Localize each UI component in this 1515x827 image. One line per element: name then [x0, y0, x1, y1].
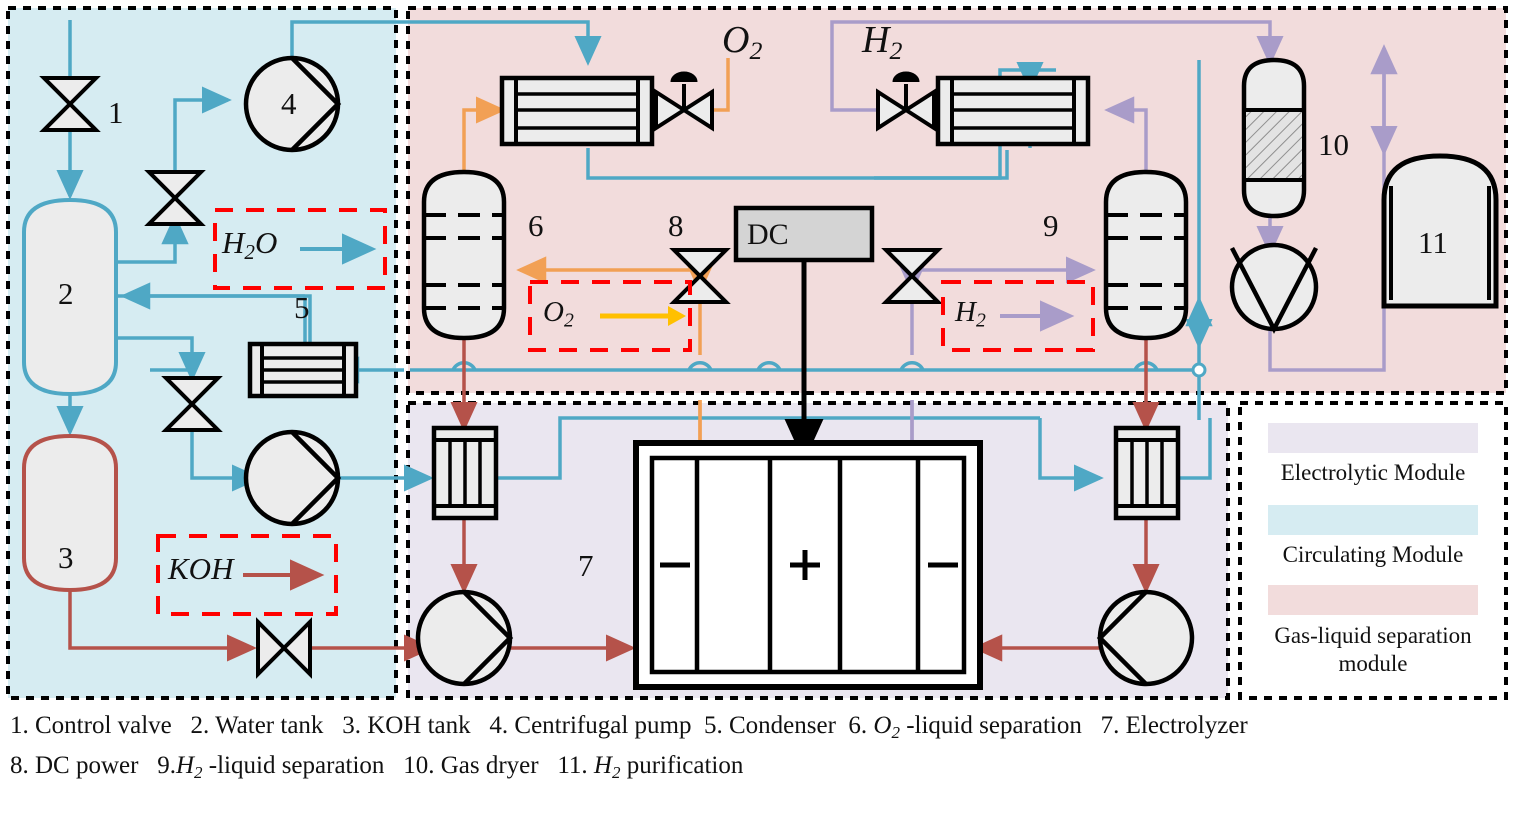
control-valve-water-to-circ-pump[interactable]	[161, 376, 223, 432]
caption-item-6: 6. O2 -liquid separation	[848, 712, 1082, 742]
pipe-junction-node	[1191, 362, 1207, 378]
flow-legend-boxes	[156, 208, 1095, 616]
equipment-number-1: 1	[108, 95, 124, 130]
caption-item-8: 8. DC power	[10, 752, 139, 779]
caption-item-4: 4. Centrifugal pump	[489, 712, 692, 739]
legend-swatch-electrolytic	[1268, 423, 1478, 453]
caption-line-2: 8. DC power 9.H2 -liquid separation 10. …	[10, 752, 743, 783]
gas-dryer-pump	[1229, 242, 1319, 334]
h2-legend-box	[941, 280, 1095, 352]
h2-gas-label: H2	[862, 19, 903, 66]
centrifugal-pump-4	[243, 55, 342, 153]
centrifugal-pump-water-circ	[243, 429, 342, 527]
electrolyte-loop-piping	[450, 512, 1160, 662]
caption-item-10: 10. Gas dryer	[403, 752, 539, 779]
caption-line-1: 1. Control valve 2. Water tank 3. KOH ta…	[10, 712, 1248, 743]
condenser-5	[247, 341, 359, 399]
hydrogen-liquid-separator-9	[1103, 169, 1189, 341]
gas-liquid-module-panel	[408, 8, 1506, 393]
heat-exchanger-right	[1113, 425, 1181, 521]
caption-item-11: 11. H2 purification	[557, 752, 744, 782]
h2-legend-label: H2	[955, 296, 986, 332]
caption-item-2: 2. Water tank	[190, 712, 324, 739]
heat-exchanger-left	[431, 425, 499, 521]
equipment-number-2: 2	[58, 276, 74, 311]
module-borders	[6, 6, 1508, 700]
h2o-legend-label: H2O	[222, 225, 278, 264]
legend-swatches	[1268, 423, 1478, 615]
dc-power-box-8	[733, 205, 875, 263]
caption-item-3: 3. KOH tank	[342, 712, 471, 739]
equipment-number-8: 8	[668, 208, 684, 243]
legend-swatch-gasliquid	[1268, 585, 1478, 615]
legend-label-electrolytic: Electrolytic Module	[1280, 460, 1466, 485]
equipment-number-4: 4	[281, 86, 297, 121]
o2-legend-label: O2	[543, 296, 574, 332]
water-tank-2	[22, 197, 118, 397]
caption-item-5: 5. Condenser	[703, 712, 836, 739]
koh-legend-box	[156, 534, 338, 616]
electrolytic-module-border	[406, 401, 1230, 700]
hydrogen-needle-valve[interactable]	[881, 248, 943, 304]
electrolyte-pump-left	[415, 589, 514, 687]
electrolyte-pump-right	[1096, 589, 1195, 687]
flow-legend-arrows	[243, 233, 1075, 591]
koh-piping	[68, 588, 434, 662]
control-valve-koh-outlet[interactable]	[256, 617, 312, 679]
separator-drain-piping	[450, 338, 1160, 432]
caption-item-7: 7. Electrolyzer	[1100, 712, 1248, 739]
oxygen-outlet-valve[interactable]	[654, 71, 714, 132]
equipment-number-9: 9	[1043, 208, 1059, 243]
legend-border	[1238, 401, 1508, 700]
dc-power-label: DC	[747, 218, 789, 251]
gas-dryer-10	[1241, 57, 1307, 219]
o2-gas-label: O2	[722, 19, 763, 66]
hydrogen-purification-11	[1381, 153, 1499, 309]
hydrogen-outlet-valve[interactable]	[876, 71, 936, 132]
equipment-number-7: 7	[578, 548, 594, 583]
equipment-number-11: 11	[1418, 225, 1448, 260]
oxygen-liquid-separator-6	[421, 169, 507, 341]
equipment-number-6: 6	[528, 208, 544, 243]
legend-swatch-circulating	[1268, 505, 1478, 535]
oxygen-needle-valve[interactable]	[669, 248, 731, 304]
caption-item-1: 1. Control valve	[10, 712, 172, 739]
equipment-number-3: 3	[58, 540, 74, 575]
koh-tank-3	[22, 433, 118, 593]
caption-item-9: 9.H2 -liquid separation	[157, 752, 385, 782]
koh-legend-label: KOH	[168, 551, 234, 586]
gas-liquid-module-border	[406, 6, 1508, 395]
o2-legend-box	[528, 280, 692, 352]
control-valve-water-to-pump[interactable]	[144, 170, 206, 226]
legend-label-gasliquid: Gas-liquid separation module	[1274, 623, 1472, 677]
equipment-number-10: 10	[1318, 127, 1349, 162]
hydrogen-condenser	[935, 75, 1091, 147]
electrolyzer-7	[633, 440, 983, 690]
control-valve-1[interactable]	[39, 76, 101, 132]
oxygen-condenser	[499, 75, 655, 147]
equipment-number-5: 5	[294, 290, 310, 325]
legend-label-circulating: Circulating Module	[1282, 542, 1464, 567]
